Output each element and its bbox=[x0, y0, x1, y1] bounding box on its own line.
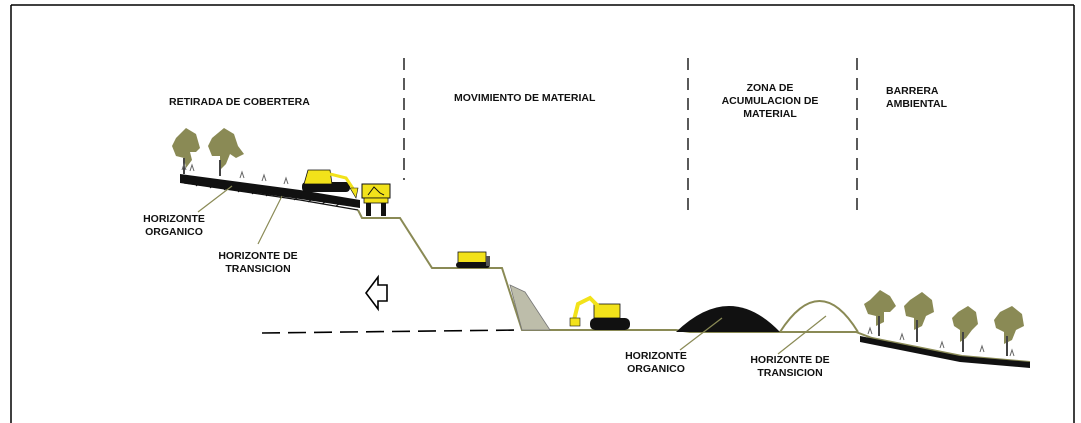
excavator-icon bbox=[569, 295, 630, 330]
label-transition-right-line1: HORIZONTE DE bbox=[750, 354, 829, 366]
tree-icon bbox=[864, 290, 1024, 356]
tree-icon bbox=[172, 128, 244, 176]
diagram-border bbox=[10, 4, 1075, 423]
dump-truck-icon bbox=[361, 183, 391, 216]
excavator-icon bbox=[302, 169, 359, 199]
gravel-slope bbox=[509, 284, 551, 331]
zone-title-storage-line3: MATERIAL bbox=[743, 108, 797, 120]
label-organic-left-line1: HORIZONTE bbox=[143, 213, 205, 225]
barrier-soil-layers bbox=[860, 326, 1030, 368]
label-transition-left-line2: TRANSICION bbox=[225, 263, 290, 275]
zone-title-barrier-line2: AMBIENTAL bbox=[886, 98, 948, 110]
label-organic-left-line2: ORGANICO bbox=[145, 226, 203, 238]
label-organic-right-line2: ORGANICO bbox=[627, 363, 685, 375]
transition-soil-pile bbox=[779, 300, 859, 333]
zone-title-material-movement: MOVIMIENTO DE MATERIAL bbox=[454, 92, 596, 104]
organic-soil-pile bbox=[676, 306, 780, 332]
zone-title-barrier-line1: BARRERA bbox=[886, 85, 939, 97]
zone-title-cover-removal: RETIRADA DE COBERTERA bbox=[169, 96, 310, 108]
label-transition-right-line2: TRANSICION bbox=[757, 367, 822, 379]
base-line bbox=[261, 329, 521, 334]
left-soil-layers bbox=[180, 162, 360, 211]
label-transition-left-line1: HORIZONTE DE bbox=[218, 250, 297, 262]
direction-arrow-icon bbox=[365, 274, 388, 312]
bulldozer-icon bbox=[456, 251, 490, 268]
zone-dividers bbox=[403, 58, 858, 213]
zone-title-storage-line1: ZONA DE bbox=[747, 82, 794, 94]
callout-lines bbox=[197, 185, 827, 355]
label-organic-right-line1: HORIZONTE bbox=[625, 350, 687, 362]
zone-title-storage-line2: ACUMULACION DE bbox=[722, 95, 819, 107]
